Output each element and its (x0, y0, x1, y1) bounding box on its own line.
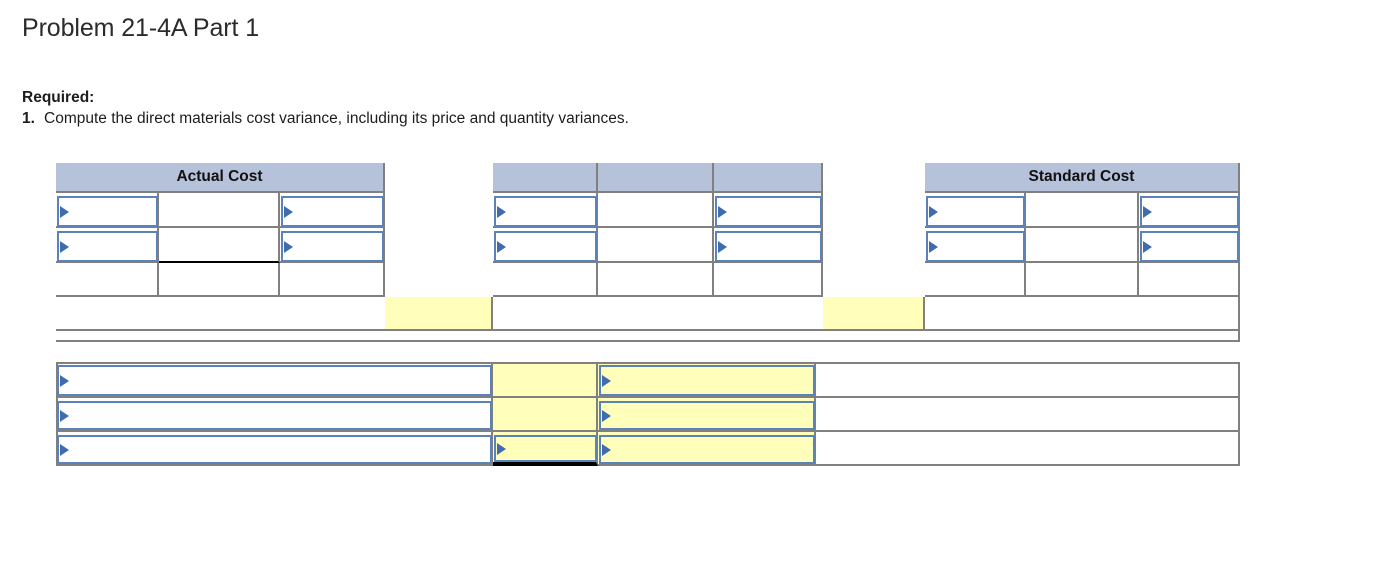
chevron-right-icon (929, 205, 938, 218)
cell-actual-r2-c2 (159, 228, 280, 263)
select-bottom-r3-favorability[interactable] (599, 435, 815, 464)
chevron-right-icon (497, 240, 506, 253)
cell-standard-total-c3 (1139, 263, 1240, 297)
select-middle-r1-right[interactable] (715, 196, 822, 227)
header-actual-cost: Actual Cost (56, 163, 385, 193)
chevron-right-icon (929, 240, 938, 253)
chevron-right-icon (60, 205, 69, 218)
chevron-right-icon (60, 443, 69, 456)
select-bottom-r3-amount[interactable] (494, 435, 597, 462)
cell-actual-total-c3 (280, 263, 385, 297)
requirement-number: 1. (22, 110, 35, 127)
select-actual-r2-left[interactable] (57, 231, 158, 262)
header-standard-cost: Standard Cost (925, 163, 1240, 193)
select-actual-r1-right[interactable] (281, 196, 384, 227)
select-actual-r2-right[interactable] (281, 231, 384, 262)
cell-middle-total-c3 (714, 263, 823, 297)
chevron-right-icon (1143, 240, 1152, 253)
header-middle-col-3 (714, 163, 823, 193)
select-bottom-r3-label[interactable] (57, 435, 492, 464)
cell-middle-total-c1 (493, 263, 598, 297)
header-middle-col-1 (493, 163, 598, 193)
select-bottom-r1-label[interactable] (57, 365, 492, 396)
cell-middle-r2-c2 (598, 228, 714, 263)
cell-actual-total-c1 (56, 263, 159, 297)
chevron-right-icon (284, 240, 293, 253)
page-title: Problem 21-4A Part 1 (22, 14, 260, 42)
select-standard-r2-left[interactable] (926, 231, 1025, 262)
select-standard-r1-left[interactable] (926, 196, 1025, 227)
cell-middle-total-c2 (598, 263, 714, 297)
input-variance-right-gap[interactable] (823, 297, 925, 331)
chevron-right-icon (497, 205, 506, 218)
input-variance-left-gap[interactable] (385, 297, 493, 331)
cell-actual-total-c2 (159, 263, 280, 297)
select-bottom-r2-favorability[interactable] (599, 401, 815, 430)
chevron-right-icon (602, 374, 611, 387)
chevron-right-icon (60, 240, 69, 253)
cell-middle-r1-c2 (598, 193, 714, 228)
chevron-right-icon (602, 409, 611, 422)
cell-bottom-r2-trailing (816, 398, 1240, 432)
chevron-right-icon (602, 443, 611, 456)
cell-bottom-r1-trailing (816, 362, 1240, 398)
cell-variance-row-middle-span (493, 297, 823, 331)
select-bottom-r1-favorability[interactable] (599, 365, 815, 396)
select-bottom-r2-label[interactable] (57, 401, 492, 430)
chevron-right-icon (718, 205, 727, 218)
select-middle-r1-left[interactable] (494, 196, 597, 227)
select-standard-r2-right[interactable] (1140, 231, 1239, 262)
chevron-right-icon (60, 374, 69, 387)
cell-bottom-r3-trailing (816, 432, 1240, 466)
cell-standard-total-c1 (925, 263, 1026, 297)
cell-top-table-footer-rule (56, 331, 1240, 342)
required-label: Required: (22, 89, 95, 106)
select-middle-r2-right[interactable] (715, 231, 822, 262)
header-middle-col-2 (598, 163, 714, 193)
chevron-right-icon (60, 409, 69, 422)
select-standard-r1-right[interactable] (1140, 196, 1239, 227)
cell-standard-r1-c2 (1026, 193, 1139, 228)
cell-actual-r1-c2 (159, 193, 280, 228)
chevron-right-icon (497, 442, 506, 455)
input-bottom-r1-amount[interactable] (493, 362, 598, 398)
cell-standard-total-c2 (1026, 263, 1139, 297)
cell-variance-row-standard-span (925, 297, 1240, 331)
requirement-text: Compute the direct materials cost varian… (44, 110, 629, 127)
chevron-right-icon (284, 205, 293, 218)
select-actual-r1-left[interactable] (57, 196, 158, 227)
cell-standard-r2-c2 (1026, 228, 1139, 263)
chevron-right-icon (1143, 205, 1152, 218)
requirement-line: 1. Compute the direct materials cost vari… (22, 110, 629, 128)
input-bottom-r2-amount[interactable] (493, 398, 598, 432)
select-middle-r2-left[interactable] (494, 231, 597, 262)
chevron-right-icon (718, 240, 727, 253)
cell-variance-row-actual-span (56, 297, 385, 331)
